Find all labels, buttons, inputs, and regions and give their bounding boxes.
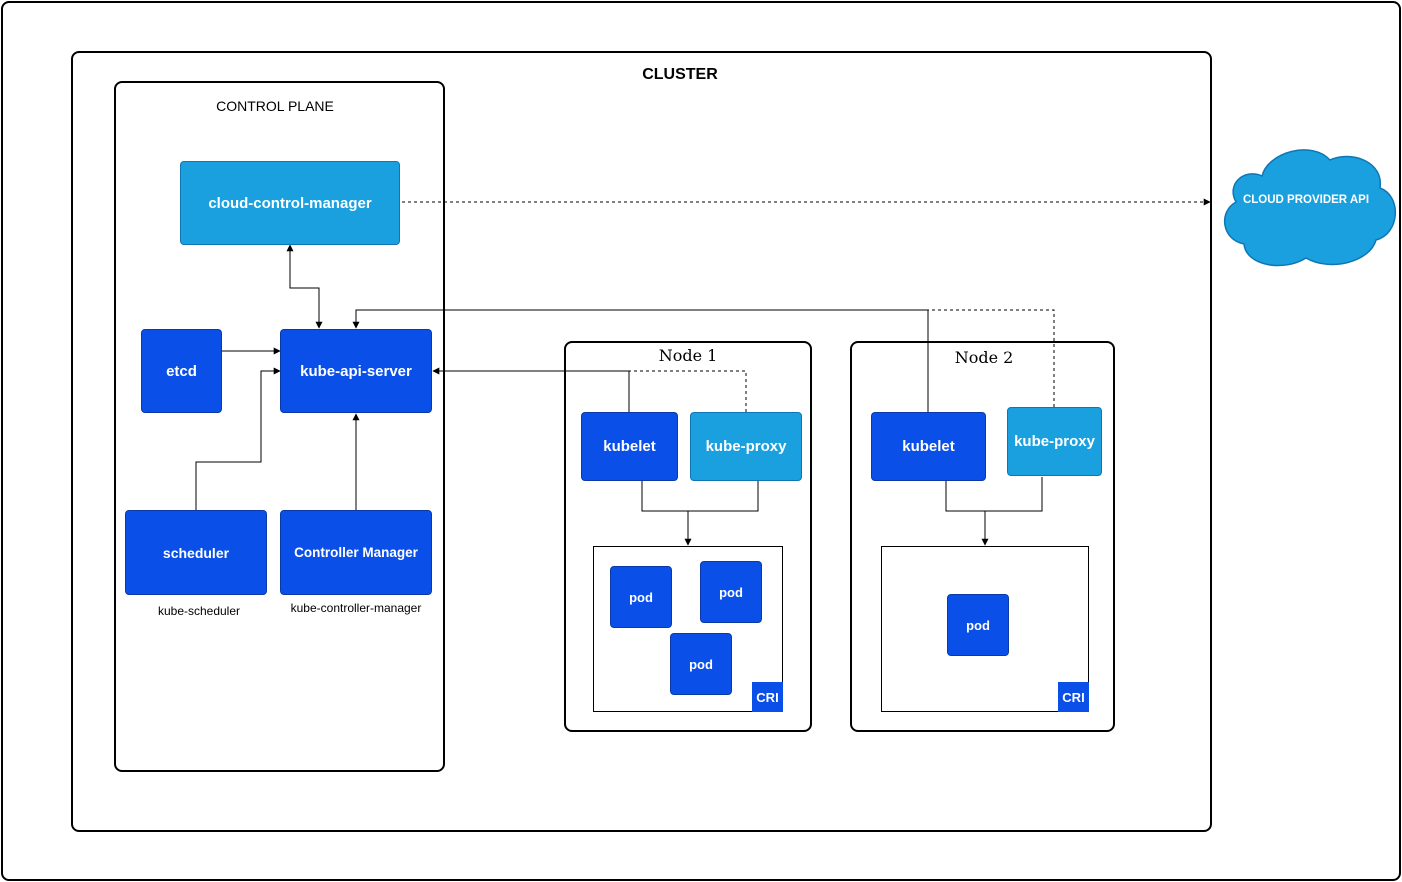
etcd-box[interactable]: etcd bbox=[141, 329, 222, 413]
controller-manager-box[interactable]: Controller Manager bbox=[280, 510, 432, 595]
node2-kube-proxy-box[interactable]: kube-proxy bbox=[1007, 407, 1102, 476]
node1-proxy-link bbox=[629, 370, 747, 412]
node1-pod-2[interactable]: pod bbox=[700, 561, 762, 623]
kube-api-server-box[interactable]: kube-api-server bbox=[280, 329, 432, 413]
node1-cri-tag: CRI bbox=[752, 682, 783, 712]
ccm-api-arrow bbox=[286, 244, 323, 329]
cluster-title: CLUSTER bbox=[642, 66, 718, 83]
node2-pod-1[interactable]: pod bbox=[947, 594, 1009, 656]
scheduler-caption: kube-scheduler bbox=[157, 604, 241, 618]
node1-pod-1[interactable]: pod bbox=[610, 566, 672, 628]
node1-to-cri-arrow bbox=[641, 481, 759, 545]
node2-cri-tag: CRI bbox=[1058, 682, 1089, 712]
scheduler-to-api-arrow bbox=[195, 367, 281, 510]
scheduler-box[interactable]: scheduler bbox=[125, 510, 267, 595]
node2-proxy-link bbox=[928, 309, 1055, 407]
node2-title: Node 2 bbox=[954, 348, 1014, 367]
controller-manager-caption: kube-controller-manager bbox=[290, 601, 422, 615]
cloud-provider-shape bbox=[1223, 149, 1396, 267]
control-plane-title: CONTROL PLANE bbox=[216, 98, 334, 114]
node1-pod-3[interactable]: pod bbox=[670, 633, 732, 695]
cloud-control-manager-box[interactable]: cloud-control-manager bbox=[180, 161, 400, 245]
node1-kubelet-box[interactable]: kubelet bbox=[581, 412, 678, 481]
node2-to-cri-arrow bbox=[945, 477, 1043, 545]
node1-kube-proxy-box[interactable]: kube-proxy bbox=[690, 412, 802, 481]
node2-kubelet-to-api-arrow bbox=[352, 309, 929, 412]
cloud-provider-label: CLOUD PROVIDER API bbox=[1242, 194, 1370, 206]
node1-title: Node 1 bbox=[658, 346, 718, 365]
node2-kubelet-box[interactable]: kubelet bbox=[871, 412, 986, 481]
node1-kubelet-to-api-arrow bbox=[432, 367, 630, 412]
